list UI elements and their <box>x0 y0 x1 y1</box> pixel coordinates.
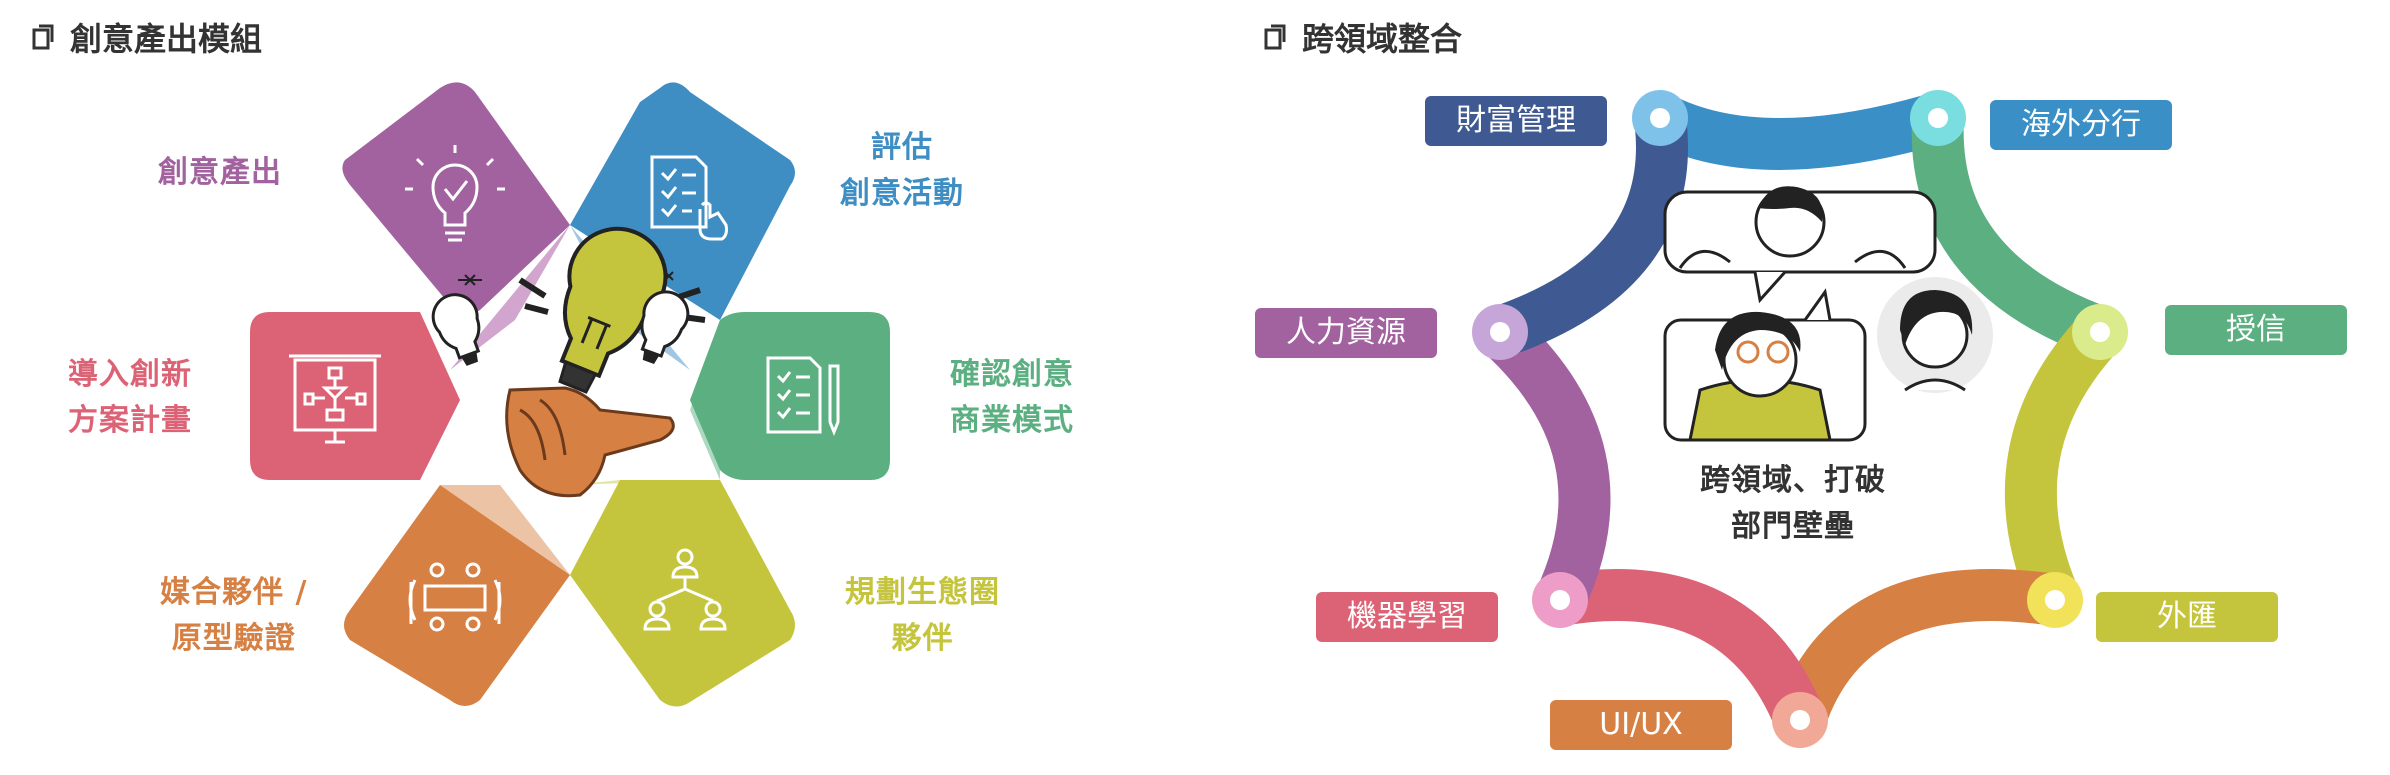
label-create: 創意產出 <box>158 150 282 196</box>
label-match-line1: 媒合夥伴 / <box>160 575 308 610</box>
label-evaluate-line2: 創意活動 <box>840 176 964 211</box>
tag-wealth-management: 財富管理 <box>1425 96 1607 146</box>
tile-lime <box>570 480 795 707</box>
center-text-line2: 部門壁壘 <box>1731 509 1855 544</box>
cross-domain-star <box>1474 92 2126 746</box>
star-joints <box>1472 90 2128 748</box>
tile-purple <box>342 82 570 314</box>
tag-forex: 外匯 <box>2096 592 2278 642</box>
center-text-line1: 跨領域、打破 <box>1700 463 1886 498</box>
star-segment-purple <box>1474 306 1611 626</box>
star-segment-lime <box>2004 306 2126 626</box>
tag-ui-ux: UI/UX <box>1550 700 1732 750</box>
star-segment-red <box>1534 569 1826 746</box>
star-segment-orange <box>1774 569 2081 746</box>
label-match: 媒合夥伴 / 原型驗證 <box>160 570 307 662</box>
people-illustration <box>1663 186 1993 442</box>
flowchart-board-icon <box>289 354 381 444</box>
left-title-text: 創意產出模組 <box>70 20 263 58</box>
tag-human-resources: 人力資源 <box>1255 308 1437 358</box>
checklist-hand-icon <box>650 155 728 241</box>
bookmark-icon <box>1264 24 1286 50</box>
right-title-text: 跨領域整合 <box>1302 20 1463 58</box>
org-chart-icon <box>643 548 727 631</box>
document-pen-icon <box>766 356 840 437</box>
tag-overseas-branch: 海外分行 <box>1990 100 2172 150</box>
left-section-title: 創意產出模組 <box>30 14 262 60</box>
label-introduce: 導入創新 方案計畫 <box>68 352 192 444</box>
star-segment-sky <box>1634 92 1964 170</box>
tile-green <box>690 312 890 480</box>
label-create-text: 創意產出 <box>158 155 282 190</box>
label-plan-line2: 夥伴 <box>891 621 954 656</box>
tag-credit: 授信 <box>2165 305 2347 355</box>
label-match-line2: 原型驗證 <box>171 621 296 656</box>
tile-red <box>250 312 460 480</box>
right-section-title: 跨領域整合 <box>1262 14 1462 60</box>
star-segment-green <box>1911 92 2126 358</box>
label-confirm-line2: 商業模式 <box>950 403 1074 438</box>
star-segment-navy <box>1474 92 1688 358</box>
label-confirm-line1: 確認創意 <box>950 357 1074 392</box>
connector-purple-blue <box>450 225 570 370</box>
label-evaluate-line1: 評估 <box>871 130 933 165</box>
bookmark-icon <box>32 24 54 50</box>
tag-machine-learning: 機器學習 <box>1316 592 1498 642</box>
hand-lightbulb-illustration <box>431 226 706 498</box>
label-introduce-line2: 方案計畫 <box>68 403 192 438</box>
label-plan: 規劃生態圈 夥伴 <box>845 570 1000 662</box>
center-text: 跨領域、打破 部門壁壘 <box>1700 458 1886 550</box>
label-plan-line1: 規劃生態圈 <box>845 575 1000 610</box>
label-evaluate: 評估 創意活動 <box>840 125 964 217</box>
label-introduce-line1: 導入創新 <box>68 357 192 392</box>
label-confirm: 確認創意 商業模式 <box>950 352 1074 444</box>
meeting-table-icon <box>408 562 502 632</box>
tile-orange <box>344 485 570 706</box>
lightbulb-check-icon <box>405 145 505 242</box>
